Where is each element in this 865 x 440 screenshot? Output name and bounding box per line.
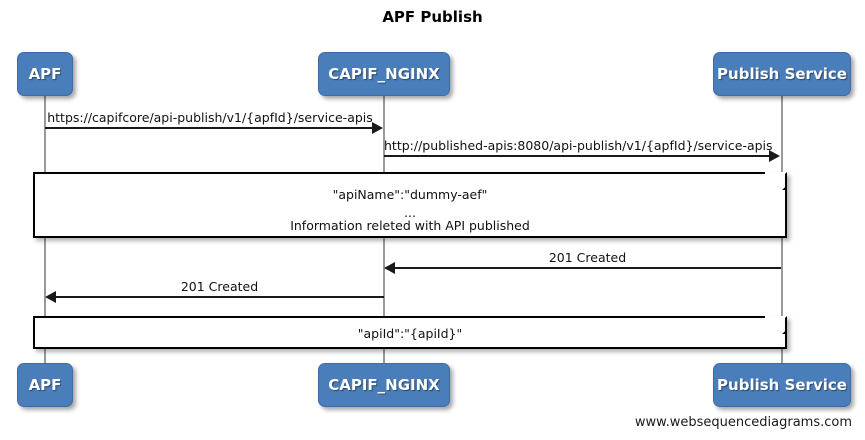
message-arrow-line-1: [45, 127, 374, 129]
note-box-response-payload: "apiId":"{apiId}": [33, 316, 787, 349]
message-label-2: http://published-apis:8080/api-publish/v…: [384, 138, 773, 153]
note-line: "apiName":"dummy-aef": [332, 187, 488, 202]
message-label-1: https://capifcore/api-publish/v1/{apfId}…: [47, 110, 373, 125]
note-box-request-payload: "apiName":"dummy-aef" ... Information re…: [33, 172, 787, 238]
participant-label: Publish Service: [717, 376, 847, 394]
participant-label: CAPIF_NGINX: [328, 65, 440, 83]
participant-capif-nginx-bottom[interactable]: CAPIF_NGINX: [318, 363, 450, 407]
note-line: "apiId":"{apiId}": [357, 326, 463, 341]
participant-publish-service-top[interactable]: Publish Service: [713, 52, 851, 96]
arrowhead-right-icon: [769, 150, 780, 162]
participant-apf-bottom[interactable]: APF: [17, 363, 73, 407]
participant-label: CAPIF_NGINX: [328, 376, 440, 394]
note-line: ...: [404, 205, 416, 220]
participant-capif-nginx-top[interactable]: CAPIF_NGINX: [318, 52, 450, 96]
message-arrow-line-3: [395, 267, 781, 269]
watermark-footer: www.websequencediagrams.com: [634, 415, 852, 430]
arrowhead-right-icon: [372, 122, 383, 134]
page-title: APF Publish: [382, 8, 483, 26]
arrowhead-left-icon: [384, 262, 395, 274]
participant-label: APF: [28, 65, 62, 83]
participant-label: Publish Service: [717, 65, 847, 83]
message-arrow-line-2: [384, 155, 770, 157]
message-label-3: 201 Created: [548, 250, 627, 265]
message-label-4: 201 Created: [180, 279, 259, 294]
arrowhead-left-icon: [45, 291, 56, 303]
message-arrow-line-4: [56, 296, 384, 298]
participant-label: APF: [28, 376, 62, 394]
participant-apf-top[interactable]: APF: [17, 52, 73, 96]
note-line: Information releted with API published: [290, 218, 530, 233]
participant-publish-service-bottom[interactable]: Publish Service: [713, 363, 851, 407]
